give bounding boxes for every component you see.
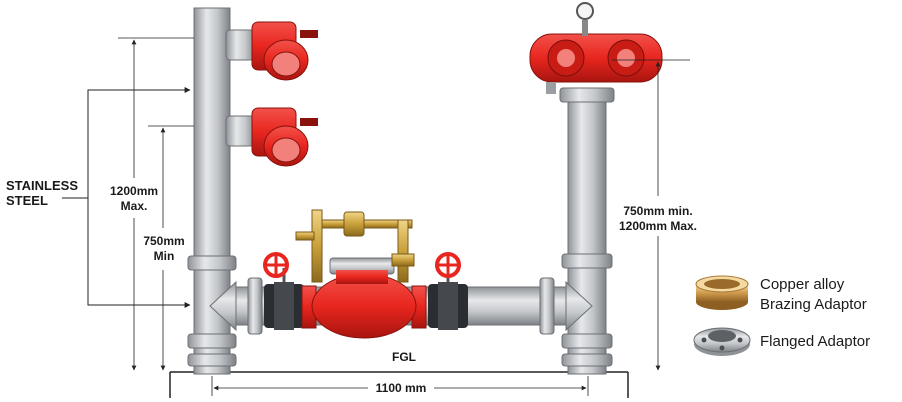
- right-dim-line2: 1200mm Max.: [618, 219, 698, 233]
- ground-line: [169, 371, 629, 398]
- dimension-right: [612, 59, 690, 371]
- stainless-steel-label: STAINLESS STEEL: [6, 178, 78, 208]
- flanged-adaptor-icon: [693, 327, 751, 356]
- check-valve-body: [301, 257, 427, 339]
- left-min-line1: 750mm: [143, 234, 185, 248]
- gate-valve-right: [428, 252, 468, 330]
- legend-copper-line2: Brazing Adaptor: [760, 296, 867, 313]
- lower-inlet-valve: [225, 107, 318, 167]
- right-stainless-riser: [559, 87, 615, 375]
- upper-inlet-valve: [225, 21, 318, 81]
- fgl-label: FGL: [392, 350, 416, 364]
- dimension-min-left: [148, 125, 194, 371]
- legend-flanged-label: Flanged Adaptor: [760, 333, 871, 350]
- left-min-line2: Min: [153, 249, 175, 263]
- left-max-label: 1200mm Max.: [110, 184, 158, 214]
- legend-copper-line1: Copper alloy: [760, 276, 845, 293]
- stainless-pointer: [62, 87, 191, 308]
- hydrant-head: [529, 2, 663, 94]
- stainless-line1: STAINLESS: [6, 178, 78, 193]
- gate-valve-left: [263, 252, 304, 330]
- brass-bypass: [295, 209, 415, 283]
- left-max-line2: Max.: [120, 199, 148, 213]
- left-stainless-riser: [187, 7, 237, 375]
- right-dim-line1: 750mm min.: [623, 204, 693, 218]
- legend-copper-label: Copper alloy Brazing Adaptor: [760, 275, 867, 315]
- left-max-line1: 1200mm: [110, 184, 159, 198]
- left-min-label: 750mm Min: [142, 234, 186, 264]
- dimension-max-left: [118, 37, 194, 371]
- copper-adaptor-icon: [695, 275, 749, 310]
- width-label: 1100 mm: [370, 381, 432, 396]
- dimension-width: [211, 376, 589, 396]
- right-dimension-label: 750mm min. 1200mm Max.: [614, 204, 702, 234]
- stainless-line2: STEEL: [6, 193, 48, 208]
